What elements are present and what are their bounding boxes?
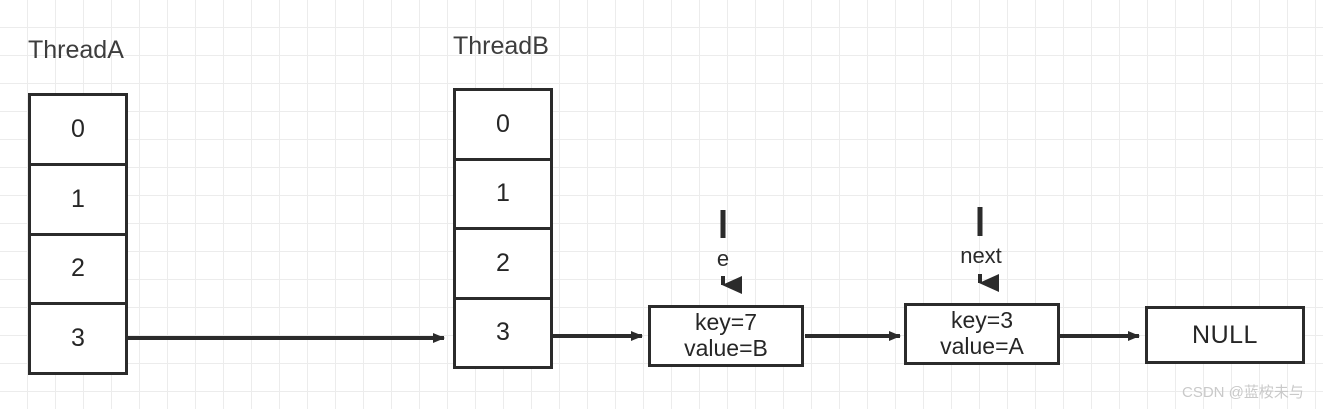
threadB-bucket-cell-0: 0 (456, 91, 550, 161)
threadA-bucket-cell-3: 3 (31, 305, 125, 372)
list-node-1-value: value=B (684, 335, 768, 361)
list-node-2: key=3 value=A (904, 303, 1060, 365)
threadB-bucket-cell-2: 2 (456, 230, 550, 300)
pointer-label-next: next (960, 243, 1002, 268)
threadA-bucket-cell-1: 1 (31, 165, 125, 236)
threadB-bucket-table: 0 1 2 3 (453, 88, 553, 369)
list-node-2-key: key=3 (950, 307, 1013, 334)
null-terminator-box: NULL (1145, 306, 1305, 364)
threadA-label: ThreadA (28, 36, 124, 64)
threadB-label: ThreadB (453, 32, 549, 60)
threadB-bucket-cell-1: 1 (456, 160, 550, 230)
pointer-label-e: e (716, 246, 730, 271)
threadB-bucket-cell-3: 3 (456, 299, 550, 366)
threadA-bucket-cell-2: 2 (31, 235, 125, 306)
list-node-1-key: key=7 (694, 309, 757, 336)
watermark: CSDN @蓝桉未与 (1182, 384, 1304, 401)
threadA-bucket-table: 0 1 2 3 (28, 93, 128, 375)
threadA-bucket-cell-0: 0 (31, 96, 125, 166)
list-node-2-value: value=A (940, 333, 1024, 359)
list-node-1: key=7 value=B (648, 305, 804, 367)
null-terminator-label: NULL (1192, 320, 1258, 349)
